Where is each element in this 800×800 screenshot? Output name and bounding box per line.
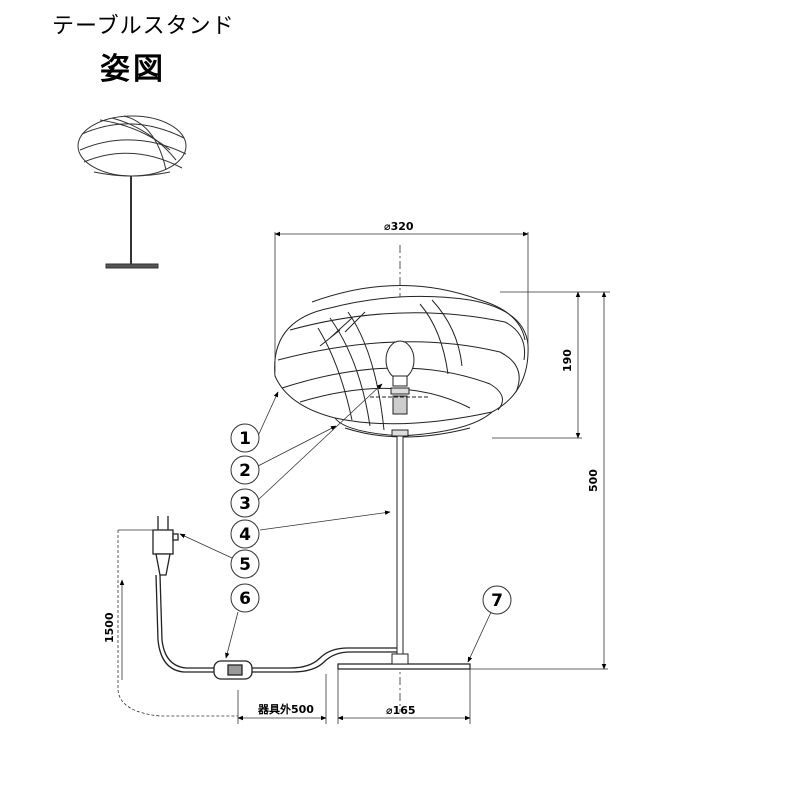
lamp-stem xyxy=(396,433,404,657)
callout-2-label: 2 xyxy=(239,461,251,481)
dim-shade-height: 190 xyxy=(561,349,574,372)
dim-cord-offset: 器具外500 xyxy=(257,702,314,716)
cord-switch xyxy=(213,660,253,680)
callout-6-label: 6 xyxy=(239,589,251,609)
callout-5: 5 xyxy=(230,549,260,579)
lamp-thumbnail xyxy=(77,115,187,269)
callout-3-label: 3 xyxy=(239,494,251,514)
callout-4: 4 xyxy=(230,519,260,549)
power-cord xyxy=(152,516,397,680)
callout-6: 6 xyxy=(230,583,260,613)
dim-base-diameter: ⌀165 xyxy=(386,704,416,717)
power-plug xyxy=(152,516,179,576)
leader-lines xyxy=(179,383,493,663)
lamp-main-view xyxy=(274,245,529,712)
callout-7-label: 7 xyxy=(491,591,503,611)
lamp-base xyxy=(337,663,471,670)
callout-1-label: 1 xyxy=(239,429,251,449)
callouts: 1 2 3 4 5 6 7 xyxy=(230,423,512,615)
dim-total-height: 500 xyxy=(587,469,600,492)
dimension-lines xyxy=(117,231,610,724)
callout-5-label: 5 xyxy=(239,555,251,575)
drawing-subtitle: 姿図 xyxy=(100,52,166,87)
callout-4-label: 4 xyxy=(239,525,251,545)
light-bulb xyxy=(370,340,430,415)
dim-shade-diameter: ⌀320 xyxy=(384,220,414,233)
callout-2: 2 xyxy=(230,455,260,485)
callout-3: 3 xyxy=(230,488,260,518)
callout-7: 7 xyxy=(482,585,512,615)
callout-1: 1 xyxy=(230,423,260,453)
drawing-title: テーブルスタンド xyxy=(52,14,235,39)
dim-cord-length: 1500 xyxy=(103,612,116,643)
